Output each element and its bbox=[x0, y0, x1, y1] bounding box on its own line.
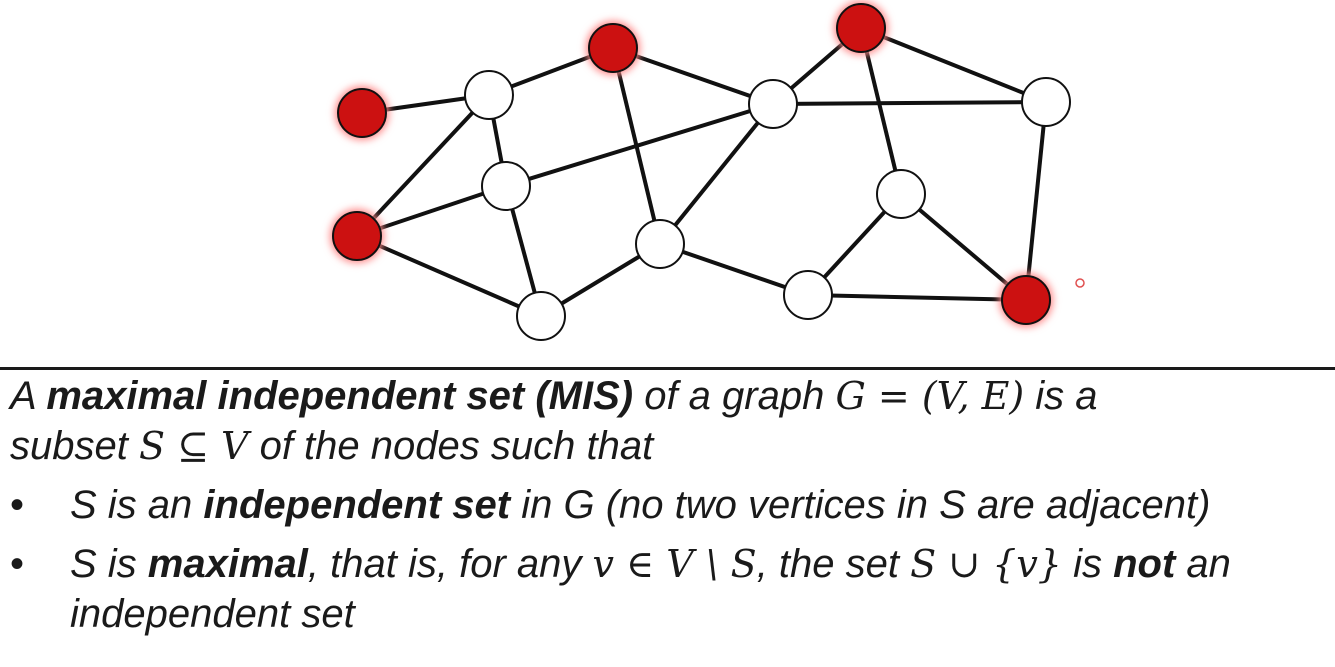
graph-edge-i-l bbox=[659, 242, 809, 297]
graph-diagram bbox=[330, 1, 1085, 341]
node-l bbox=[783, 270, 833, 320]
selected-node-c bbox=[586, 21, 640, 75]
text-run: an bbox=[1175, 542, 1231, 586]
math-subset: S ⊆ V bbox=[138, 424, 249, 468]
term-mis: maximal independent set (MIS) bbox=[46, 374, 634, 418]
text-run: , that is, for any bbox=[307, 542, 593, 586]
graph-edge-g-j bbox=[356, 234, 542, 318]
bullet-marker: • bbox=[10, 483, 25, 527]
math-v-in-v-minus-s: v ∈ V \ S bbox=[592, 542, 757, 586]
node-i bbox=[635, 219, 685, 269]
bullet-independent: • S is an independent set in G (no two v… bbox=[10, 480, 1335, 530]
text-run: , the set bbox=[756, 542, 911, 586]
text-run: of the nodes such that bbox=[248, 424, 654, 468]
graph-edges bbox=[355, 26, 1048, 318]
node-f bbox=[1021, 77, 1071, 127]
selected-node-e bbox=[834, 1, 888, 55]
definition-line-1: A maximal independent set (MIS) of a gra… bbox=[10, 371, 1335, 421]
graph-edge-k-m bbox=[899, 192, 1028, 302]
text-run: subset bbox=[10, 424, 139, 468]
graph-edge-c-d bbox=[612, 46, 774, 106]
pointer-dot bbox=[1075, 278, 1085, 288]
definition-text: A maximal independent set (MIS) of a gra… bbox=[10, 371, 1335, 639]
selected-node-a bbox=[335, 86, 389, 140]
selected-node-g bbox=[330, 209, 384, 263]
text-run: S is an bbox=[70, 483, 204, 527]
bullet-maximal: • S is maximal, that is, for any v ∈ V \… bbox=[10, 539, 1335, 589]
graph-edge-d-h bbox=[505, 102, 774, 188]
text-run: S is bbox=[70, 542, 148, 586]
selected-node-m bbox=[999, 273, 1053, 327]
text-run: A bbox=[10, 374, 47, 418]
text-run: is a bbox=[1024, 374, 1098, 418]
text-run: is bbox=[1061, 542, 1114, 586]
graph-edge-e-k bbox=[859, 27, 903, 195]
graph-edge-f-m bbox=[1024, 101, 1048, 301]
term-maximal: maximal bbox=[147, 542, 308, 586]
graph-edge-d-f bbox=[772, 100, 1047, 106]
graph-nodes bbox=[330, 1, 1071, 341]
bullet-maximal-continuation: independent set bbox=[10, 589, 1335, 639]
math-union: S ∪ {v} bbox=[910, 542, 1062, 586]
node-j bbox=[516, 291, 566, 341]
graph-edge-l-m bbox=[807, 293, 1027, 302]
text-run: of a graph bbox=[633, 374, 836, 418]
node-k bbox=[876, 169, 926, 219]
graph-edge-d-i bbox=[658, 102, 775, 246]
graph-edge-b-g bbox=[355, 93, 491, 238]
bullet-marker: • bbox=[10, 542, 25, 586]
term-independent-set: independent set bbox=[203, 483, 511, 527]
node-d bbox=[748, 79, 798, 129]
node-h bbox=[481, 161, 531, 211]
text-run: in G (no two vertices in S are adjacent) bbox=[510, 483, 1211, 527]
graph-edge-e-f bbox=[860, 26, 1047, 104]
text-run: independent set bbox=[70, 592, 355, 636]
definition-line-2: subset S ⊆ V of the nodes such that bbox=[10, 421, 1335, 471]
node-b bbox=[464, 70, 514, 120]
term-not: not bbox=[1113, 542, 1176, 586]
section-divider bbox=[0, 367, 1335, 370]
math-graph: G = (V, E) bbox=[835, 374, 1025, 418]
